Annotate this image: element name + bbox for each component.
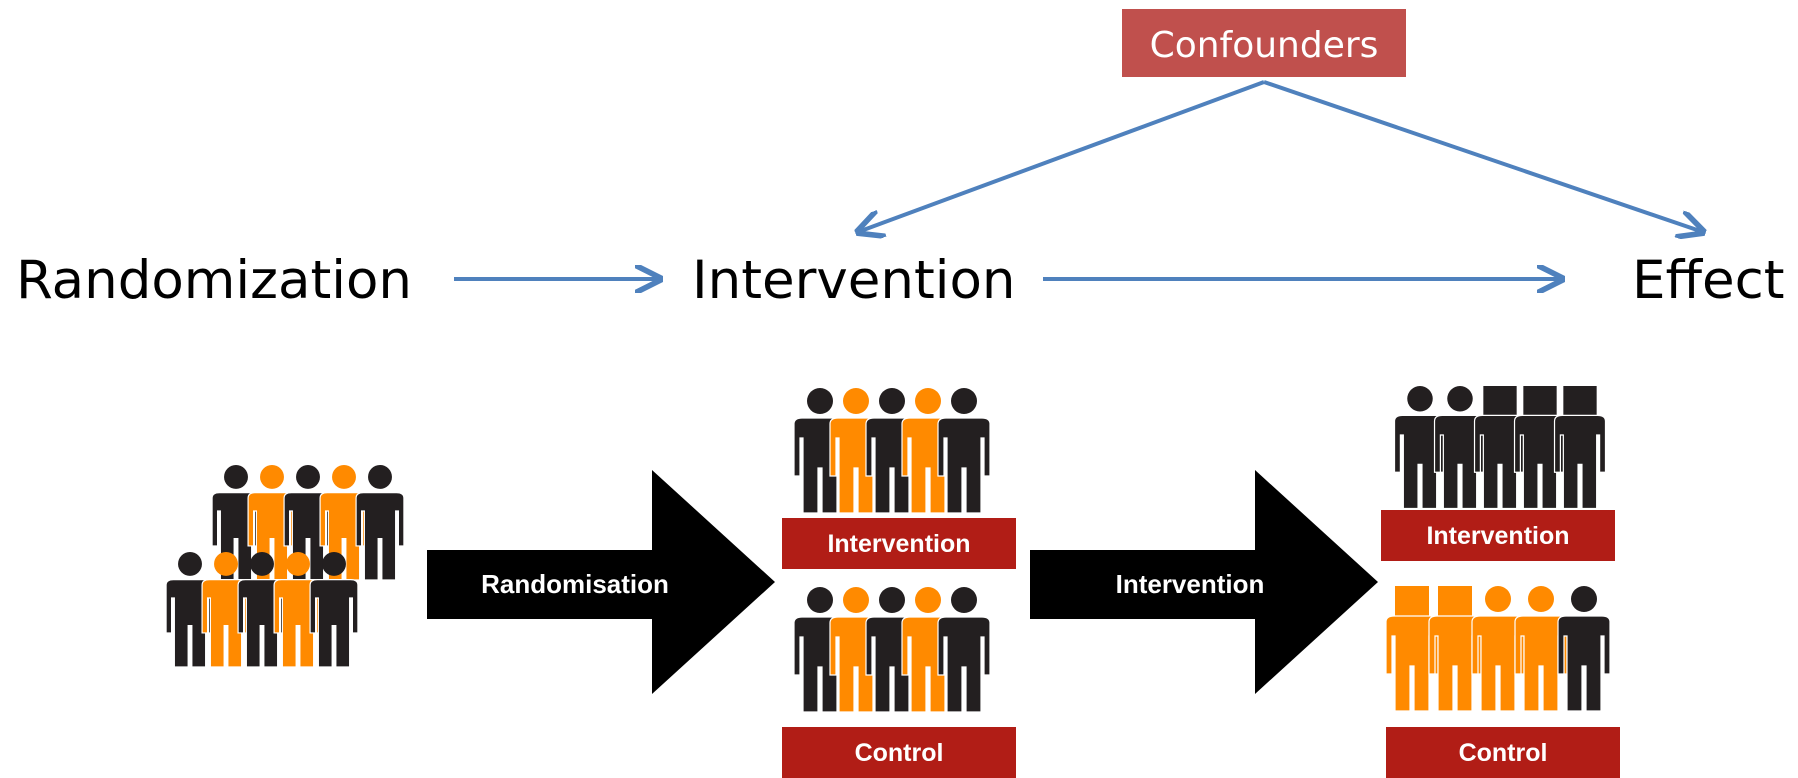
grpInt-person [793, 388, 847, 514]
randomisation-arrow-label: Randomisation [481, 569, 669, 599]
intervention-arrow-label: Intervention [1116, 569, 1265, 599]
effect-intervention-banner: Intervention [1381, 510, 1615, 561]
effInt-person [1513, 386, 1567, 510]
randomisation-arrow-shape [427, 470, 775, 694]
effect-intervention-banner-label: Intervention [1426, 522, 1569, 550]
effCtl-person [1471, 586, 1525, 712]
effCtl-person [1557, 586, 1611, 712]
effect-control-banner: Control [1386, 727, 1620, 778]
effInt-person [1433, 386, 1487, 510]
effect-control-banner-label: Control [1459, 739, 1548, 767]
control-banner-label: Control [855, 739, 944, 767]
arrow-confounders-to-effect [1263, 80, 1703, 232]
effInt-person [1553, 386, 1607, 510]
effect-label: Effect [1632, 250, 1785, 311]
intervention-group-figures [793, 388, 991, 514]
population-crowd [165, 465, 405, 668]
effect-control-banner-box [1386, 727, 1620, 778]
grpCtl-person [865, 587, 919, 713]
grpInt-person [865, 388, 919, 514]
effect-intervention-figures [1393, 386, 1607, 510]
grpInt-person [829, 388, 883, 514]
intervention-arrow-shape [1030, 470, 1378, 694]
confounders-label: Confounders [1150, 25, 1379, 66]
effCtl-person [1428, 586, 1482, 712]
crowd-person [355, 465, 405, 581]
grpCtl-person [829, 587, 883, 713]
effect-control-figures [1385, 586, 1611, 712]
intervention-group-banner: Intervention [782, 518, 1016, 569]
intervention-arrow: Intervention [1030, 470, 1378, 694]
grpCtl-person [793, 587, 847, 713]
intervention-banner-label: Intervention [827, 530, 970, 558]
causal-arrows [454, 80, 1703, 279]
randomization-label: Randomization [16, 250, 412, 311]
effCtl-person [1385, 586, 1439, 712]
effect-intervention-banner-box [1381, 510, 1615, 561]
grpCtl-person [901, 587, 955, 713]
arrow-confounders-to-intervention [858, 80, 1265, 232]
crowd-person [309, 552, 359, 668]
intervention-label: Intervention [692, 250, 1016, 311]
grpInt-person [937, 388, 991, 514]
control-banner [782, 727, 1016, 778]
confounders-box [1122, 9, 1406, 77]
confounders-node: Confounders [1122, 9, 1406, 77]
intervention-banner [782, 518, 1016, 569]
control-group-figures [793, 587, 991, 713]
control-group-banner: Control [782, 727, 1016, 778]
randomisation-arrow: Randomisation [427, 470, 775, 694]
grpInt-person [901, 388, 955, 514]
grpCtl-person [937, 587, 991, 713]
